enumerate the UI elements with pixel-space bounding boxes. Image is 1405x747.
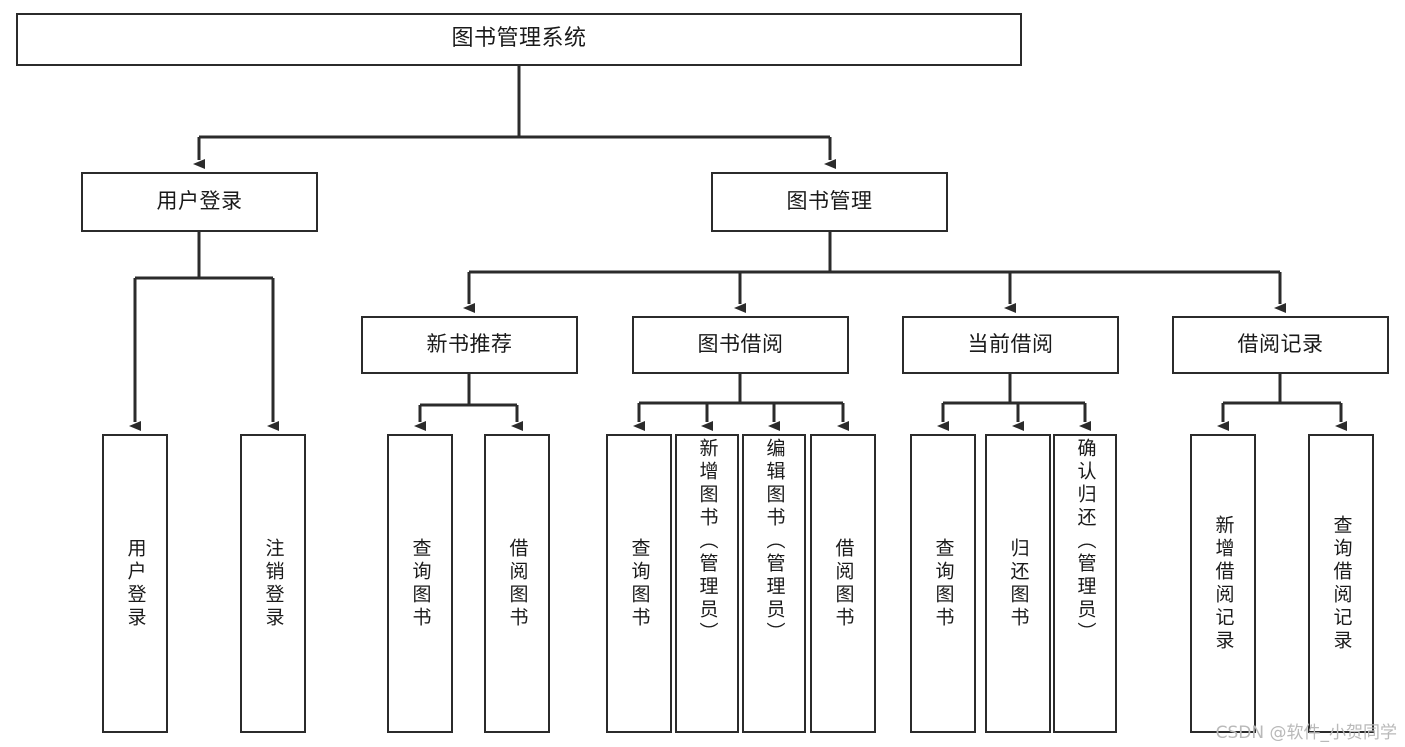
node-book-manage[interactable]: 图书管理 (711, 172, 948, 232)
node-leaf-borrow-book-2[interactable]: 借阅图书 (810, 434, 876, 733)
node-leaf-user-login[interactable]: 用户登录 (102, 434, 168, 733)
node-root-label: 图书管理系统 (451, 26, 587, 52)
node-leaf-logout[interactable]: 注销登录 (240, 434, 306, 733)
node-new-book-recommend[interactable]: 新书推荐 (361, 316, 578, 374)
node-book-manage-label: 图书管理 (786, 189, 873, 214)
node-leaf-confirm-return-label: 确认归还（管理员） (1074, 438, 1097, 645)
node-leaf-query-book-1-label: 查询图书 (409, 537, 432, 630)
node-leaf-add-record[interactable]: 新增借阅记录 (1190, 434, 1256, 733)
node-borrow-record[interactable]: 借阅记录 (1172, 316, 1389, 374)
node-leaf-query-book-3[interactable]: 查询图书 (910, 434, 976, 733)
node-leaf-add-book[interactable]: 新增图书（管理员） (675, 434, 739, 733)
node-root[interactable]: 图书管理系统 (16, 13, 1022, 66)
node-user-login-label: 用户登录 (156, 189, 243, 214)
node-new-book-recommend-label: 新书推荐 (426, 332, 513, 357)
node-leaf-confirm-return[interactable]: 确认归还（管理员） (1053, 434, 1117, 733)
node-leaf-edit-book[interactable]: 编辑图书（管理员） (742, 434, 806, 733)
node-leaf-add-record-label: 新增借阅记录 (1212, 514, 1235, 653)
node-leaf-query-record-label: 查询借阅记录 (1330, 514, 1353, 653)
node-current-borrow[interactable]: 当前借阅 (902, 316, 1119, 374)
node-leaf-borrow-book-1-label: 借阅图书 (506, 537, 529, 630)
node-current-borrow-label: 当前借阅 (967, 332, 1054, 357)
node-borrow-record-label: 借阅记录 (1237, 332, 1324, 357)
node-leaf-add-book-label: 新增图书（管理员） (696, 438, 719, 645)
node-leaf-query-book-2-label: 查询图书 (628, 537, 651, 630)
node-leaf-borrow-book-2-label: 借阅图书 (832, 537, 855, 630)
node-leaf-return-book-label: 归还图书 (1007, 537, 1030, 630)
node-leaf-user-login-label: 用户登录 (124, 537, 147, 630)
node-leaf-edit-book-label: 编辑图书（管理员） (763, 438, 786, 645)
node-leaf-logout-label: 注销登录 (262, 537, 285, 630)
node-leaf-return-book[interactable]: 归还图书 (985, 434, 1051, 733)
node-user-login[interactable]: 用户登录 (81, 172, 318, 232)
node-leaf-borrow-book-1[interactable]: 借阅图书 (484, 434, 550, 733)
node-leaf-query-book-3-label: 查询图书 (932, 537, 955, 630)
watermark: CSDN @软件_小贺同学 (1215, 723, 1397, 743)
node-leaf-query-record[interactable]: 查询借阅记录 (1308, 434, 1374, 733)
node-book-borrow[interactable]: 图书借阅 (632, 316, 849, 374)
node-book-borrow-label: 图书借阅 (697, 332, 784, 357)
node-leaf-query-book-1[interactable]: 查询图书 (387, 434, 453, 733)
node-leaf-query-book-2[interactable]: 查询图书 (606, 434, 672, 733)
